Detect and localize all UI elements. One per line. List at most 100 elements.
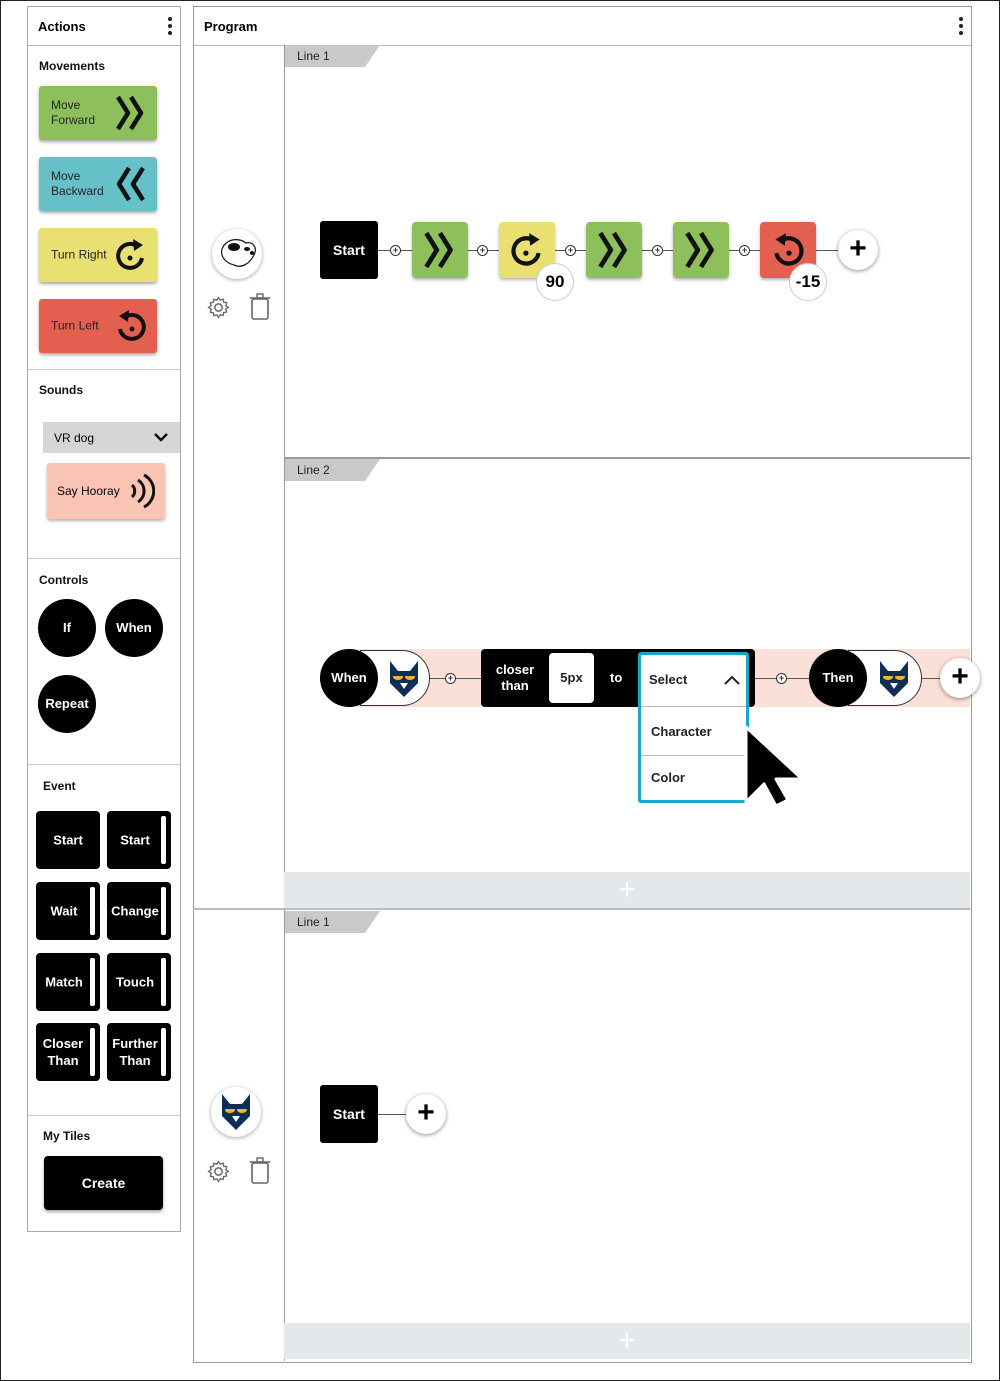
turn-right-tile[interactable]: Turn Right bbox=[39, 228, 157, 282]
actions-menu-icon[interactable] bbox=[168, 17, 172, 38]
say-hooray-tile[interactable]: Say Hooray bbox=[47, 463, 165, 519]
insert-dot[interactable]: + bbox=[477, 245, 488, 256]
double-chevron-right-icon bbox=[598, 231, 627, 269]
select-header[interactable]: Select bbox=[641, 655, 746, 707]
event-wait-tile[interactable]: Wait bbox=[36, 882, 100, 940]
connector-line bbox=[378, 1114, 408, 1115]
start-block[interactable]: Start bbox=[320, 221, 378, 279]
event-match-tile[interactable]: Match bbox=[36, 953, 100, 1011]
add-line-button[interactable]: + bbox=[284, 1323, 970, 1359]
line-divider bbox=[193, 908, 970, 910]
tile-bar bbox=[161, 958, 166, 1006]
then-block[interactable]: Then bbox=[809, 649, 867, 707]
cat-icon bbox=[222, 1094, 250, 1130]
move-forward-label: Move Forward bbox=[51, 98, 96, 127]
add-block-button[interactable]: + bbox=[940, 658, 980, 698]
event-start-tile[interactable]: Start bbox=[107, 811, 171, 869]
say-hooray-label: Say Hooray bbox=[57, 484, 120, 498]
event-further-than-tile[interactable]: Further Than bbox=[107, 1023, 171, 1081]
closer-than-label: closer than bbox=[495, 662, 535, 693]
double-chevron-right-icon bbox=[116, 95, 144, 131]
insert-dot[interactable]: + bbox=[390, 245, 401, 256]
repeat-control[interactable]: Repeat bbox=[38, 675, 96, 733]
event-label: Start bbox=[53, 832, 83, 848]
event-label: Start bbox=[120, 832, 150, 848]
cat-icon bbox=[880, 661, 908, 697]
when-block[interactable]: When bbox=[320, 649, 378, 707]
divider bbox=[28, 369, 180, 370]
add-block-button[interactable]: + bbox=[838, 230, 878, 270]
insert-dot[interactable]: + bbox=[565, 245, 576, 256]
chevron-up-icon bbox=[724, 675, 740, 685]
distance-field[interactable]: 5px bbox=[549, 653, 594, 703]
insert-dot[interactable]: + bbox=[776, 673, 787, 684]
event-label: Wait bbox=[50, 903, 78, 919]
option-color[interactable]: Color bbox=[651, 770, 685, 785]
move-forward-tile[interactable]: Move Forward bbox=[39, 86, 157, 140]
event-label: Touch bbox=[115, 974, 155, 990]
turn-right-value-badge[interactable]: 90 bbox=[536, 263, 574, 301]
if-control[interactable]: If bbox=[38, 599, 96, 657]
line-tab: Line 1 bbox=[285, 911, 380, 933]
event-start-tile[interactable]: Start bbox=[36, 811, 100, 869]
event-closer-than-tile[interactable]: Closer Than bbox=[36, 1023, 100, 1081]
divider bbox=[28, 1115, 180, 1116]
event-label: Change bbox=[111, 903, 159, 919]
double-chevron-right-icon bbox=[685, 231, 714, 269]
move-backward-label: Move Backward bbox=[51, 169, 104, 198]
event-label: Further Than bbox=[112, 1036, 158, 1068]
movements-title: Movements bbox=[39, 59, 106, 73]
line-tab-label: Line 1 bbox=[297, 49, 330, 63]
divider bbox=[28, 764, 180, 765]
insert-dot[interactable]: + bbox=[445, 673, 456, 684]
when-control[interactable]: When bbox=[105, 599, 163, 657]
insert-dot[interactable]: + bbox=[739, 245, 750, 256]
rotate-right-icon bbox=[511, 233, 541, 266]
rotate-right-icon bbox=[116, 239, 144, 270]
event-change-tile[interactable]: Change bbox=[107, 882, 171, 940]
trash-icon[interactable] bbox=[249, 293, 271, 320]
tab-shape bbox=[285, 45, 380, 67]
turn-left-value-badge[interactable]: -15 bbox=[789, 263, 827, 301]
line-divider bbox=[284, 457, 970, 459]
target-select[interactable]: Select Character Color bbox=[638, 652, 749, 803]
option-character[interactable]: Character bbox=[641, 709, 746, 756]
connector-line bbox=[430, 678, 482, 679]
rotate-left-icon bbox=[118, 310, 146, 341]
tab-shape bbox=[285, 911, 380, 933]
event-label: Closer Than bbox=[42, 1036, 84, 1068]
turn-left-tile[interactable]: Turn Left bbox=[39, 299, 157, 353]
to-label: to bbox=[610, 670, 623, 685]
move-backward-tile[interactable]: Move Backward bbox=[39, 157, 157, 211]
event-touch-tile[interactable]: Touch bbox=[107, 953, 171, 1011]
actions-panel: Actions Movements Move Forward Move Back… bbox=[27, 6, 181, 1232]
tile-bar bbox=[161, 816, 166, 864]
line-tab: Line 1 bbox=[285, 45, 380, 67]
move-forward-block[interactable] bbox=[673, 222, 729, 278]
trash-icon[interactable] bbox=[249, 1157, 271, 1184]
turn-left-label: Turn Left bbox=[51, 318, 99, 333]
settings-gear-icon[interactable] bbox=[206, 1159, 231, 1184]
double-chevron-left-icon bbox=[116, 166, 145, 202]
add-block-button[interactable]: + bbox=[406, 1094, 446, 1134]
sound-waves-icon bbox=[130, 473, 155, 509]
start-block[interactable]: Start bbox=[320, 1085, 378, 1143]
insert-dot[interactable]: + bbox=[652, 245, 663, 256]
cat-avatar[interactable] bbox=[211, 1087, 261, 1137]
sound-select[interactable]: VR dog bbox=[43, 422, 180, 453]
avatar-column-divider bbox=[284, 45, 285, 1361]
add-line-button[interactable]: + bbox=[284, 872, 970, 908]
turn-right-label: Turn Right bbox=[51, 247, 107, 262]
create-button[interactable]: Create bbox=[44, 1156, 163, 1210]
move-forward-block[interactable] bbox=[412, 222, 468, 278]
dog-avatar[interactable] bbox=[212, 229, 262, 279]
event-title: Event bbox=[43, 779, 76, 793]
select-value: Select bbox=[649, 672, 688, 687]
move-forward-block[interactable] bbox=[586, 222, 642, 278]
settings-gear-icon[interactable] bbox=[206, 295, 231, 320]
program-title: Program bbox=[204, 19, 258, 34]
program-menu-icon[interactable] bbox=[959, 17, 963, 38]
cat-icon bbox=[390, 661, 418, 697]
sounds-title: Sounds bbox=[39, 383, 83, 397]
tile-bar bbox=[90, 1028, 95, 1076]
